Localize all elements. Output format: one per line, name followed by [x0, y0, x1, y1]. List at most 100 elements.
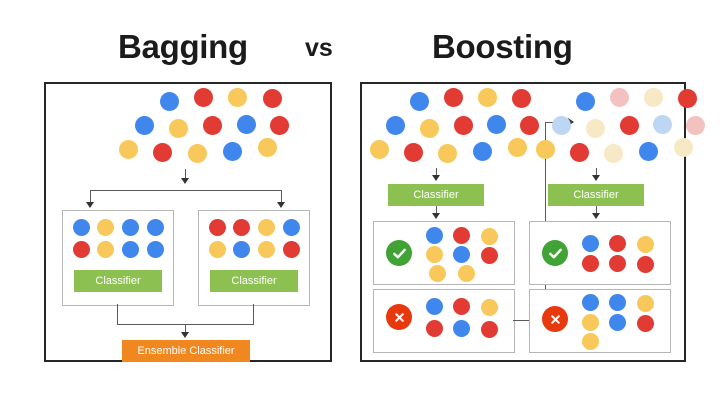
- data-dot: [263, 89, 282, 108]
- boosting-dataset-cluster-1: [362, 84, 539, 164]
- ensemble-classifier-box[interactable]: Ensemble Classifier: [122, 340, 250, 362]
- data-dot: [135, 116, 154, 135]
- sample-dot: [122, 241, 139, 258]
- sample-dot: [122, 219, 139, 236]
- sample-dot: [147, 219, 164, 236]
- sample-dot: [258, 219, 275, 236]
- bagging-dataset-cluster: [46, 84, 330, 164]
- result-dot: [582, 235, 599, 252]
- result-dot: [481, 299, 498, 316]
- data-dot: [576, 92, 595, 111]
- data-dot: [119, 140, 138, 159]
- data-dot: [536, 140, 555, 159]
- arrow-down-icon: [432, 213, 440, 219]
- result-dot: [582, 294, 599, 311]
- connector-line: [596, 206, 597, 216]
- result-dot: [582, 314, 599, 331]
- correct-check-icon: [542, 240, 568, 266]
- result-dot: [637, 236, 654, 253]
- data-dot: [487, 115, 506, 134]
- data-dot-faded: [610, 88, 629, 107]
- data-dot: [169, 119, 188, 138]
- data-dot: [678, 89, 697, 108]
- result-dot: [609, 235, 626, 252]
- result-dot: [609, 314, 626, 331]
- result-dot: [609, 294, 626, 311]
- bootstrap-sample-box-2: Classifier: [198, 210, 310, 306]
- connector-line: [253, 304, 254, 324]
- data-dot: [454, 116, 473, 135]
- result-dot: [458, 265, 475, 282]
- sample-dot: [209, 219, 226, 236]
- arrow-down-icon: [592, 213, 600, 219]
- connector-line: [596, 168, 597, 178]
- data-dot: [228, 88, 247, 107]
- result-dot: [637, 315, 654, 332]
- result-dot: [429, 265, 446, 282]
- arrow-down-icon: [592, 175, 600, 181]
- data-dot: [438, 144, 457, 163]
- sample-dot: [97, 219, 114, 236]
- boosting-dataset-cluster-2: [522, 84, 705, 164]
- data-dot: [386, 116, 405, 135]
- sample-dot: [97, 241, 114, 258]
- data-dot: [420, 119, 439, 138]
- sample-dot: [283, 241, 300, 258]
- result-dot: [481, 247, 498, 264]
- sample-dot: [73, 219, 90, 236]
- sample-dot: [233, 241, 250, 258]
- sample-dot: [147, 241, 164, 258]
- classifier-label-2[interactable]: Classifier: [210, 270, 298, 292]
- data-dot: [194, 88, 213, 107]
- connector-line: [436, 168, 437, 178]
- data-dot-faded: [552, 116, 571, 135]
- data-dot-faded: [586, 119, 605, 138]
- sample-dot: [73, 241, 90, 258]
- result-dot: [637, 256, 654, 273]
- data-dot: [444, 88, 463, 107]
- boosting-classifier-1[interactable]: Classifier: [388, 184, 484, 206]
- data-dot: [153, 143, 172, 162]
- correct-check-icon: [386, 240, 412, 266]
- data-dot: [270, 116, 289, 135]
- correct-predictions-box-1: [373, 221, 515, 285]
- data-dot: [512, 89, 531, 108]
- result-dot: [426, 298, 443, 315]
- boosting-panel: Classifier: [360, 82, 705, 362]
- data-dot-faded: [686, 116, 705, 135]
- result-dot: [582, 333, 599, 350]
- wrong-x-icon: [386, 304, 412, 330]
- data-dot: [258, 138, 277, 157]
- data-dot: [570, 143, 589, 162]
- result-dot: [582, 255, 599, 272]
- boosting-classifier-2[interactable]: Classifier: [548, 184, 644, 206]
- data-dot: [639, 142, 658, 161]
- arrow-down-icon: [181, 178, 189, 184]
- arrow-down-icon: [86, 202, 94, 208]
- connector-line: [117, 304, 118, 324]
- data-dot: [473, 142, 492, 161]
- result-dot: [426, 246, 443, 263]
- data-dot: [370, 140, 389, 159]
- data-dot: [478, 88, 497, 107]
- data-dot-faded: [644, 88, 663, 107]
- wrong-x-icon: [542, 306, 568, 332]
- bagging-panel: Classifier Classifier Ensemble Classifie…: [44, 82, 332, 362]
- data-dot: [188, 144, 207, 163]
- connector-line: [185, 324, 186, 334]
- page-title-boosting: Boosting: [432, 28, 573, 65]
- data-dot: [410, 92, 429, 111]
- data-dot-faded: [653, 115, 672, 134]
- result-dot: [609, 255, 626, 272]
- arrow-down-icon: [181, 332, 189, 338]
- correct-predictions-box-2: [529, 221, 671, 285]
- data-dot: [223, 142, 242, 161]
- arrow-right-icon: [568, 118, 574, 126]
- classifier-label-1[interactable]: Classifier: [74, 270, 162, 292]
- result-dot: [426, 320, 443, 337]
- data-dot: [404, 143, 423, 162]
- data-dot: [508, 138, 527, 157]
- arrow-down-icon: [277, 202, 285, 208]
- result-dot: [453, 320, 470, 337]
